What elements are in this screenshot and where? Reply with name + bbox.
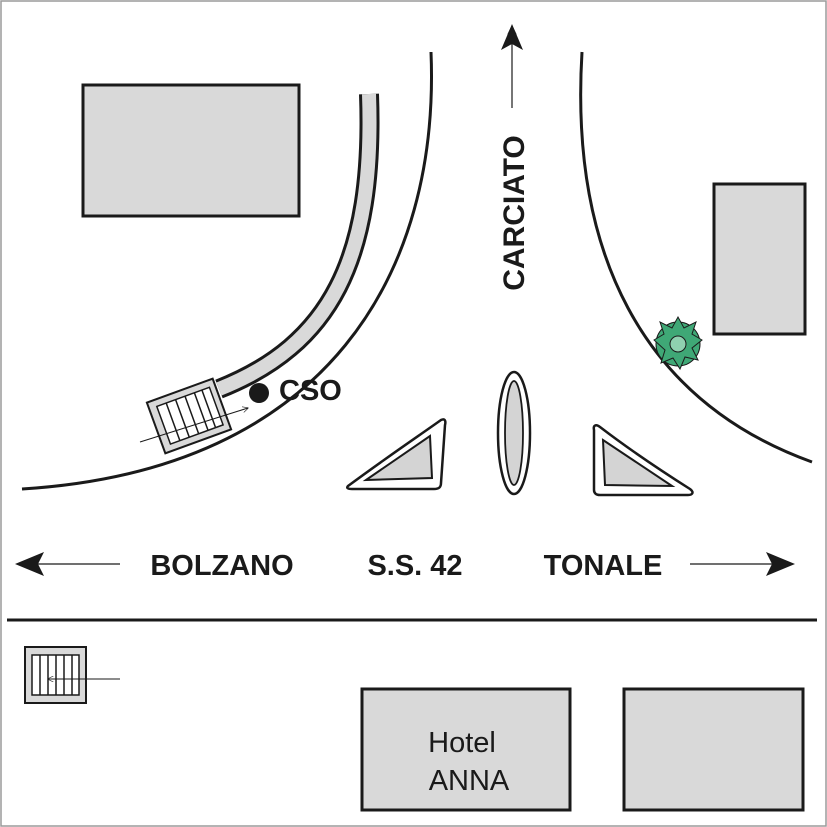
label-cso: CSO <box>279 375 342 407</box>
tree-icon <box>653 315 703 371</box>
arrow-bolzano-head <box>15 552 44 576</box>
arrow-tonale-head <box>766 552 795 576</box>
stairs-icon <box>145 377 233 455</box>
label-bolzano: BOLZANO <box>150 550 293 582</box>
road-edge-right-curve <box>579 51 813 464</box>
building-bottom-right <box>622 687 805 812</box>
building-top-left <box>81 83 301 218</box>
road-edge-left-curve <box>21 51 434 491</box>
stairs-icon-bottom <box>24 646 87 704</box>
label-road-ss42: S.S. 42 <box>367 550 462 582</box>
label-hotel-name: ANNA <box>429 765 510 797</box>
label-carciato: CARCIATO <box>498 135 531 291</box>
building-hotel-anna <box>360 687 572 812</box>
stairs-direction-arrow <box>139 408 248 443</box>
label-hotel: Hotel <box>428 727 496 759</box>
building-right <box>712 182 807 336</box>
location-dot-icon <box>249 383 269 403</box>
label-tonale: TONALE <box>544 550 663 582</box>
